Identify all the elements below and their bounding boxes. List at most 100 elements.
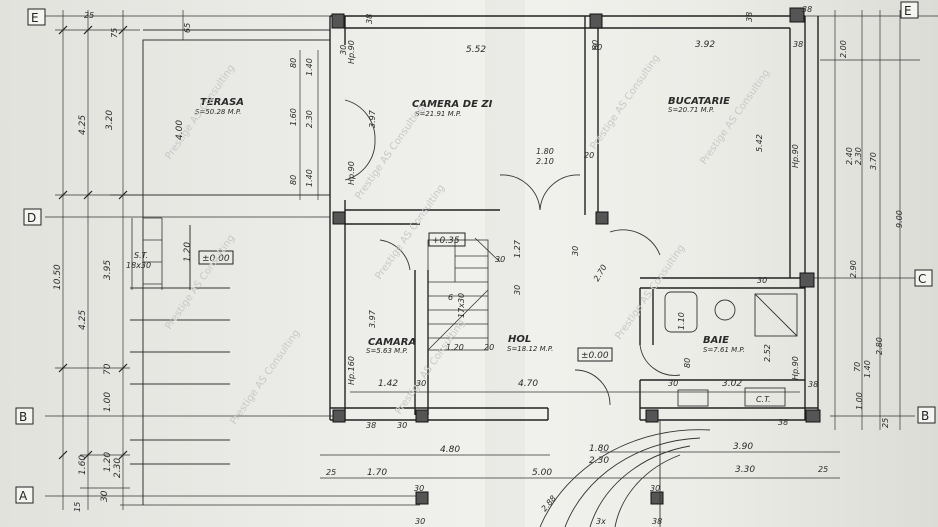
- dim-d270: 2.70: [592, 263, 609, 283]
- dim-r552: 5.52: [466, 45, 486, 55]
- dim-left-395: 3.95: [103, 260, 113, 280]
- dim-f2886: 2.88: [540, 494, 558, 513]
- doors: [344, 99, 681, 406]
- level-markers: ±0.00 +0.35 ±0.00: [198, 232, 613, 362]
- dim-hp90a: Hp.90: [347, 40, 356, 64]
- dim-d542: 5.42: [755, 134, 764, 152]
- dim-r400: 4.00: [175, 120, 185, 140]
- room-area-camera: S=21.91 M.P.: [415, 110, 461, 118]
- entrance-steps: [539, 420, 711, 527]
- dim-step: 18x30: [126, 261, 151, 270]
- dim-f3x: 3x: [596, 517, 606, 526]
- dim-b38c: 38: [366, 421, 376, 430]
- walls: [329, 15, 819, 421]
- dim-r230: 2.30: [854, 147, 863, 165]
- dim-f330: 3.30: [735, 465, 755, 475]
- dim-top65: 65: [183, 23, 192, 33]
- room-name-camera: CAMERA DE ZI: [412, 99, 493, 110]
- dim-b30c: 30: [397, 421, 407, 430]
- bottom-dimension-lines: [299, 10, 920, 479]
- dim-s20: 20: [484, 343, 494, 352]
- dim-v160a: 1.60: [289, 108, 298, 126]
- dim-r140: 1.40: [863, 360, 872, 378]
- room-area-hol: S=18.12 M.P.: [507, 345, 553, 353]
- level-hol: ±0.00: [581, 351, 609, 361]
- paper-fold: [485, 0, 525, 527]
- dim-d20: 20: [584, 151, 594, 160]
- dim-c70: 70: [103, 363, 113, 375]
- dim-r900: 9.00: [895, 210, 904, 228]
- axis-b-right: B: [921, 409, 929, 423]
- dim-top38b: 38: [745, 12, 754, 22]
- dim-c15: 15: [73, 502, 82, 512]
- bath-fixtures: [664, 291, 798, 407]
- room-area-bucatarie: S=20.71 M.P.: [668, 106, 714, 114]
- room-name-hol: HOL: [508, 334, 531, 345]
- room-name-terasa: TERASA: [200, 97, 244, 108]
- dim-f230: 2.30: [589, 456, 609, 466]
- dimension-labels: 10.50 4.25 3.95 4.25 1.60 3.20 1.20 70 1…: [53, 5, 904, 526]
- dim-r280: 2.80: [875, 337, 884, 355]
- staircase: [427, 237, 501, 351]
- dim-left-total: 10.50: [53, 264, 63, 290]
- dim-s17x30: 17x30: [457, 293, 466, 318]
- dim-s30b: 30: [495, 255, 505, 264]
- dim-b80: 80: [683, 358, 692, 368]
- dim-d30b: 30: [571, 246, 580, 256]
- dim-d210: 2.10: [536, 157, 554, 166]
- dim-s6: 6: [448, 293, 453, 302]
- dim-f180: 1.80: [589, 444, 609, 454]
- dim-f30c: 30: [415, 517, 425, 526]
- room-name-bucatarie: BUCATARIE: [668, 96, 730, 107]
- dim-b252: 2.52: [763, 344, 772, 362]
- dim-top75: 75: [110, 28, 119, 38]
- watermark-7: Prestige AS Consulting: [228, 328, 302, 427]
- dim-f170: 1.70: [367, 468, 387, 478]
- terrace-outline: [110, 29, 330, 505]
- dim-v80a: 80: [289, 58, 298, 68]
- dim-top38: 38: [365, 14, 374, 24]
- dim-hp90d: Hp.90: [791, 144, 800, 168]
- dim-top30b: 30: [592, 43, 602, 52]
- axis-e-left: E: [31, 11, 39, 25]
- dim-st: S.T.: [134, 251, 148, 260]
- dim-d180a: 1.80: [536, 147, 554, 156]
- dim-c30: 30: [100, 490, 110, 502]
- axis-e-right: E: [904, 4, 912, 18]
- axis-a-left: A: [19, 489, 28, 503]
- dim-b30: 30: [416, 379, 426, 388]
- dim-left-425a: 4.25: [78, 115, 88, 135]
- dim-r240: 2.40: [845, 147, 854, 165]
- watermark-8: Prestige AS Consulting: [393, 318, 467, 417]
- dim-c120b: 1.20: [103, 452, 113, 472]
- dim-r370: 3.70: [869, 152, 878, 170]
- dim-bct: C.T.: [756, 395, 771, 404]
- dim-f500: 5.00: [532, 468, 552, 478]
- axis-c-right: C: [918, 272, 926, 286]
- dim-left-160: 1.60: [78, 455, 88, 475]
- dim-f38b: 38: [802, 5, 812, 14]
- dim-r38: 38: [793, 40, 803, 49]
- dim-top25: 25: [84, 11, 94, 20]
- axis-markers: E D B A E C B: [15, 1, 936, 504]
- watermark-3: Prestige AS Consulting: [588, 53, 662, 152]
- dim-hp160: Hp.160: [347, 356, 356, 385]
- dim-b38: 38: [778, 418, 788, 427]
- room-labels: TERASA S=50.28 M.P. CAMERA DE ZI S=21.91…: [195, 96, 745, 355]
- watermark-6: Prestige AS Consulting: [373, 183, 447, 282]
- level-stair: +0.35: [432, 236, 460, 246]
- left-dimension-lines: [55, 10, 420, 510]
- dim-f30: 30: [414, 484, 424, 493]
- dim-c230: 2.30: [113, 458, 123, 478]
- dim-b470: 4.70: [518, 379, 538, 389]
- room-area-terasa: S=50.28 M.P.: [195, 108, 241, 116]
- room-name-camara: CAMARA: [368, 337, 416, 348]
- dim-s30: 30: [513, 285, 522, 295]
- level-terasa: ±0.00: [202, 254, 230, 264]
- dim-left-425b: 4.25: [78, 310, 88, 330]
- dim-v140a: 1.40: [305, 58, 314, 76]
- axis-d-left: D: [27, 211, 36, 225]
- terrace-steps: [131, 217, 163, 290]
